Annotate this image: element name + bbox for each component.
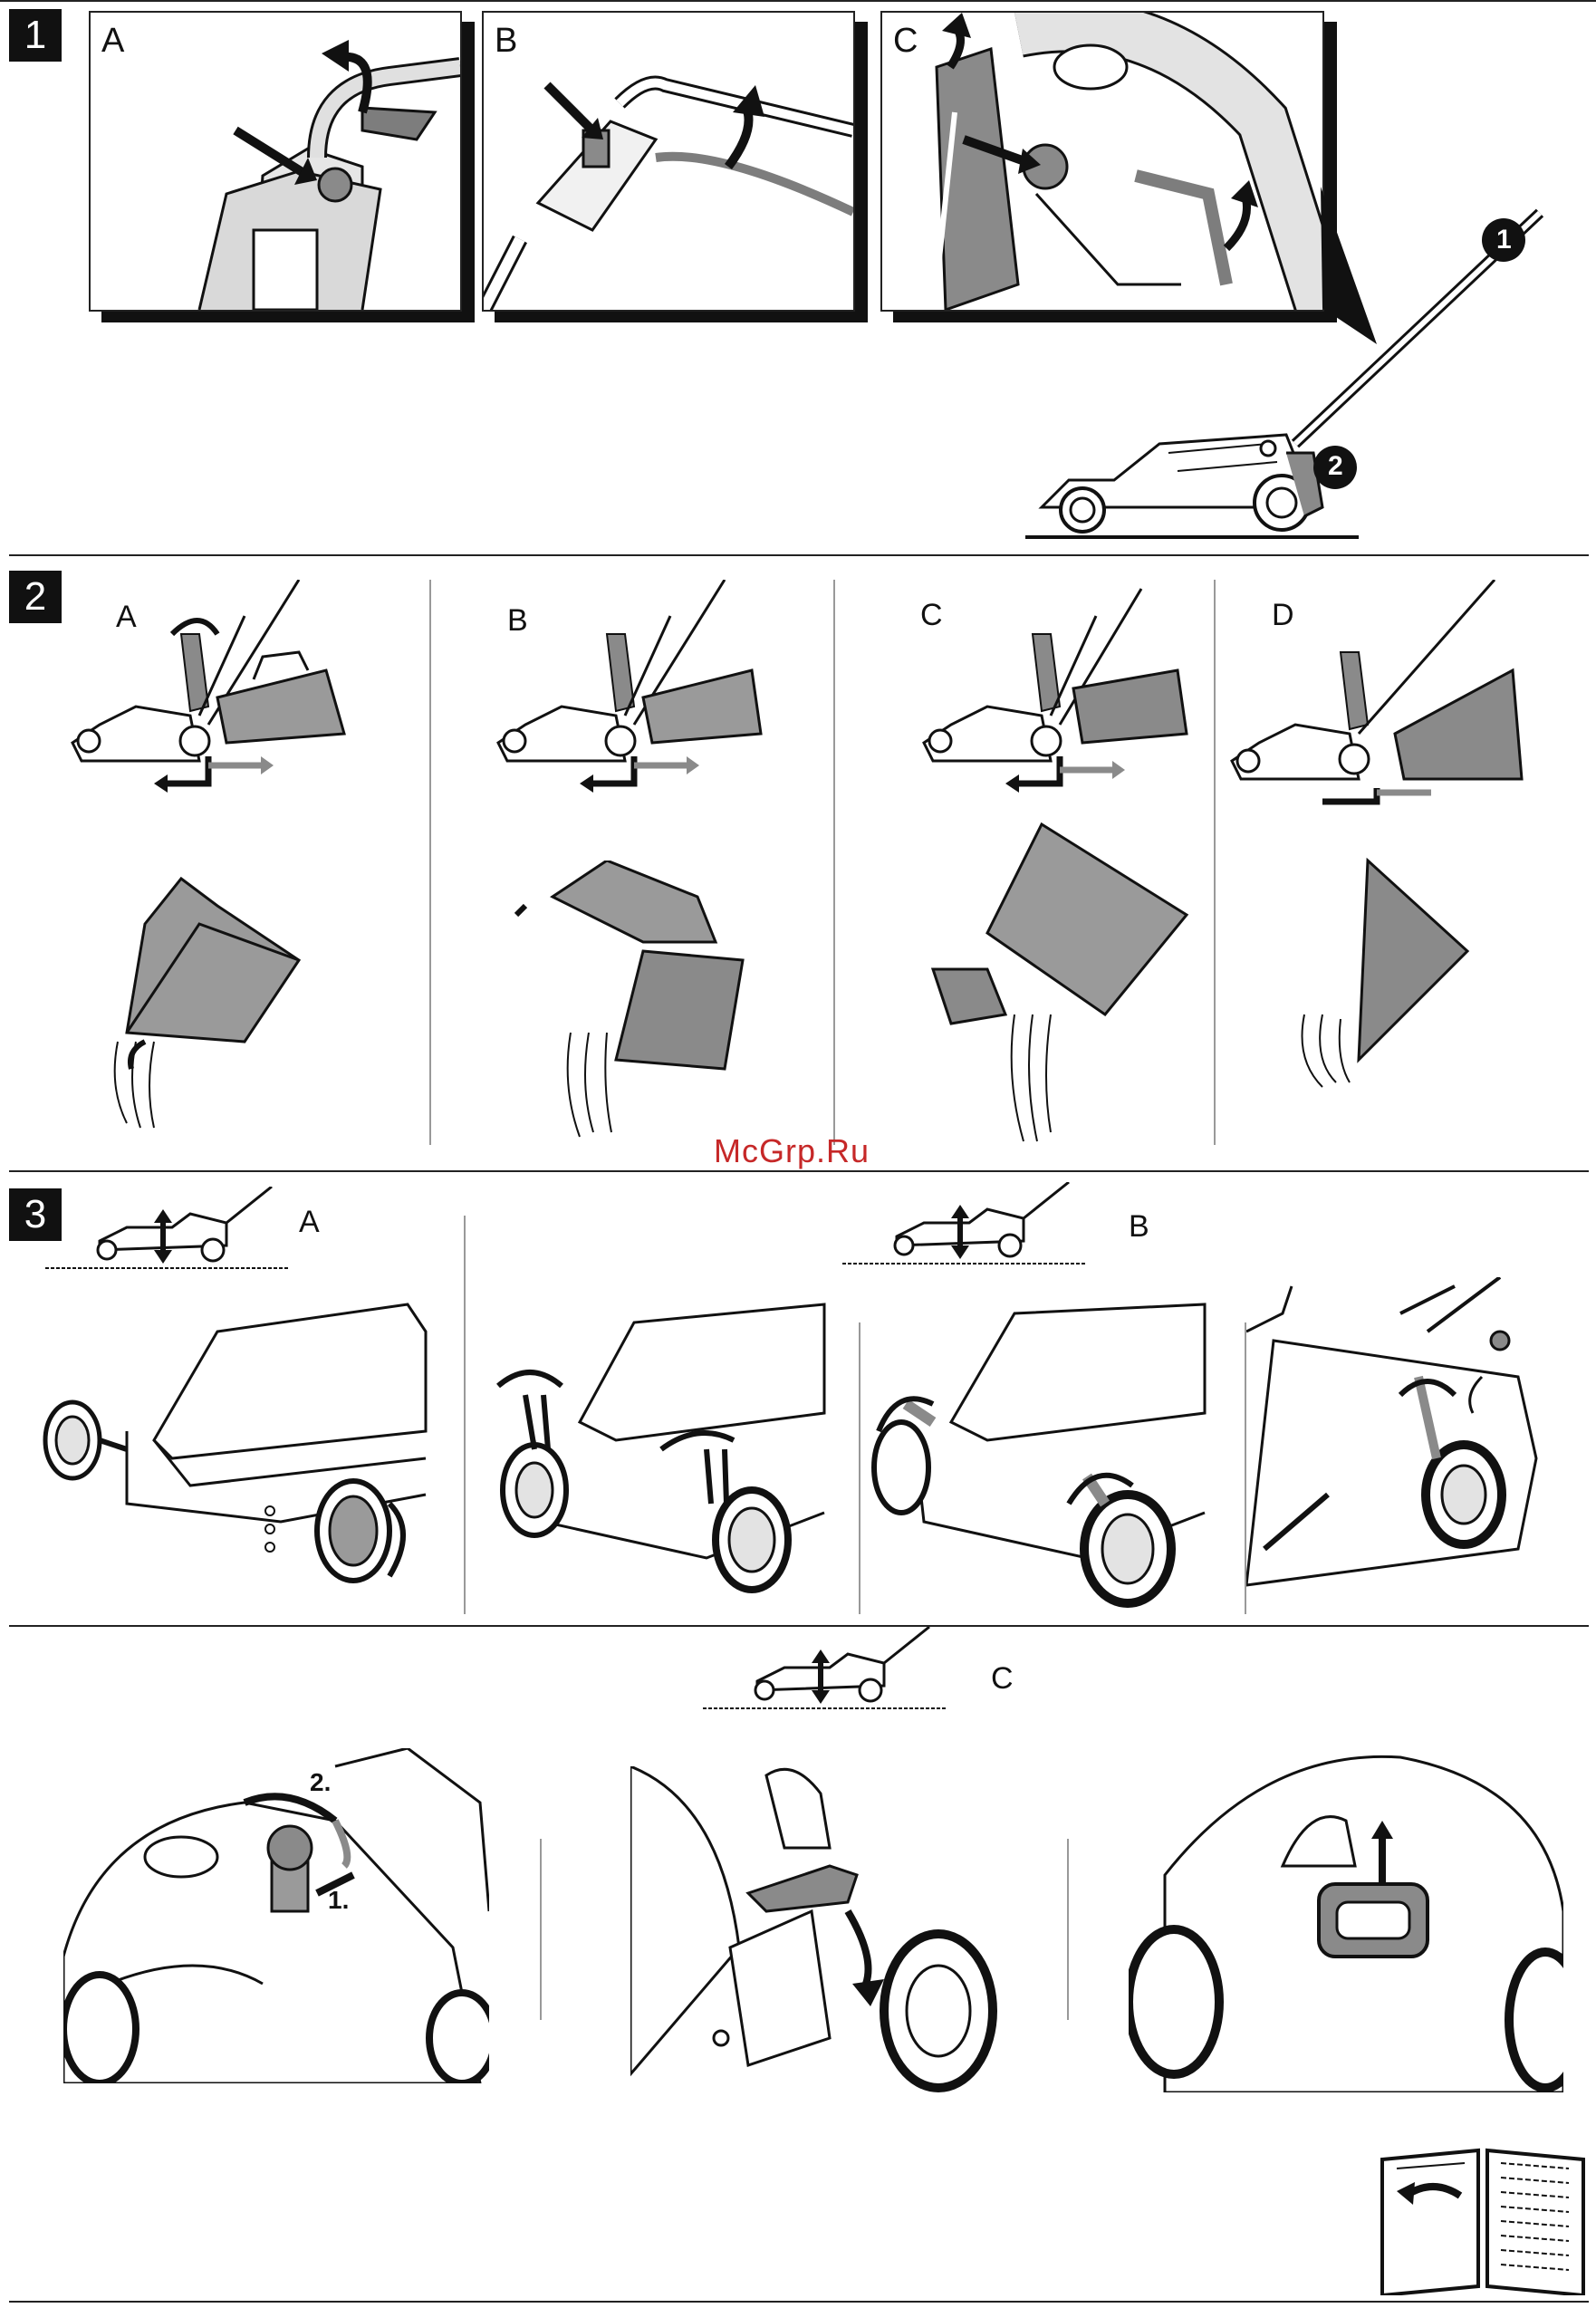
section-3c-divider-2 bbox=[1067, 1839, 1069, 2020]
section-2-badge: 2 bbox=[9, 571, 62, 623]
height-adjust-b2-illustration bbox=[860, 1286, 1223, 1612]
mower-overview-illustration bbox=[1014, 181, 1558, 553]
height-adjust-a-illustration bbox=[27, 1277, 444, 1594]
section-1-panel-a: A bbox=[89, 11, 462, 312]
grass-box-empty-a bbox=[91, 870, 308, 1132]
grass-box-attach-b bbox=[489, 580, 788, 806]
step-label-2: 2. bbox=[310, 1768, 331, 1797]
grass-bag-attach-d-illustration bbox=[1223, 580, 1540, 806]
bottom-rule bbox=[9, 2301, 1589, 2303]
step-label-1: 1. bbox=[328, 1886, 349, 1915]
height-adjust-b3 bbox=[1246, 1277, 1545, 1612]
handle-clamp-b-illustration bbox=[484, 13, 853, 310]
grass-box-attach-b-illustration bbox=[489, 580, 788, 806]
section-3-divider-1 bbox=[464, 1216, 466, 1614]
mower-height-icon-c: C bbox=[703, 1627, 1047, 1717]
central-height-knob: 2. 1. bbox=[63, 1748, 489, 2083]
height-button-hand bbox=[1129, 1730, 1563, 2092]
callout-1: 1 bbox=[1496, 225, 1512, 255]
grass-box-empty-a-illustration bbox=[91, 870, 308, 1132]
section-2-divider-1 bbox=[429, 580, 431, 1145]
grass-bag-attach-d bbox=[1223, 580, 1540, 806]
height-adjust-b1 bbox=[480, 1286, 842, 1612]
section-3c-divider-1 bbox=[540, 1839, 542, 2020]
panel-label-3a: A bbox=[299, 1205, 320, 1240]
height-adjust-b1-illustration bbox=[480, 1286, 842, 1612]
section-2-divider-2 bbox=[833, 580, 835, 1145]
grass-bag-empty-d-illustration bbox=[1286, 851, 1495, 1096]
grass-bag-empty-d bbox=[1286, 851, 1495, 1096]
section-1-badge: 1 bbox=[9, 9, 62, 62]
grass-box-empty-c bbox=[924, 815, 1196, 1159]
height-button-hand-illustration bbox=[1129, 1730, 1563, 2092]
section-2-divider-3 bbox=[1214, 580, 1216, 1145]
book-turn-page-icon bbox=[1379, 2141, 1587, 2295]
grass-box-attach-c-illustration bbox=[915, 580, 1205, 806]
panel-label-1c: C bbox=[893, 22, 918, 61]
grass-box-attach-a bbox=[63, 580, 362, 806]
height-adjust-b3-illustration bbox=[1246, 1277, 1545, 1612]
section-2-rule bbox=[9, 1170, 1589, 1172]
panel-label-1a: A bbox=[101, 22, 124, 61]
callout-2: 2 bbox=[1328, 451, 1343, 482]
mower-height-icon-a: A bbox=[45, 1187, 308, 1277]
panel-label-3b: B bbox=[1129, 1209, 1149, 1245]
panel-label-1b: B bbox=[495, 22, 517, 61]
handle-clamp-a-illustration bbox=[91, 13, 460, 310]
watermark-text: McGrp.Ru bbox=[714, 1132, 870, 1170]
height-adjust-b2 bbox=[860, 1286, 1223, 1612]
mower-height-icon-b: B bbox=[842, 1182, 1150, 1273]
height-adjust-a bbox=[27, 1277, 444, 1594]
height-lever-hand bbox=[630, 1766, 1011, 2092]
section-1-panel-b: B bbox=[482, 11, 855, 312]
central-height-knob-illustration bbox=[63, 1748, 489, 2083]
grass-box-empty-c-illustration bbox=[924, 815, 1196, 1159]
grass-box-empty-b bbox=[498, 861, 770, 1141]
grass-box-attach-c bbox=[915, 580, 1205, 806]
section-1-rule bbox=[9, 554, 1589, 556]
section-1-mower-overview: 1 2 bbox=[1014, 181, 1558, 553]
grass-box-attach-a-illustration bbox=[63, 580, 362, 806]
panel-label-3c: C bbox=[991, 1661, 1014, 1697]
grass-box-empty-b-illustration bbox=[498, 861, 770, 1141]
top-rule bbox=[0, 0, 1596, 2]
height-lever-hand-illustration bbox=[630, 1766, 1011, 2092]
